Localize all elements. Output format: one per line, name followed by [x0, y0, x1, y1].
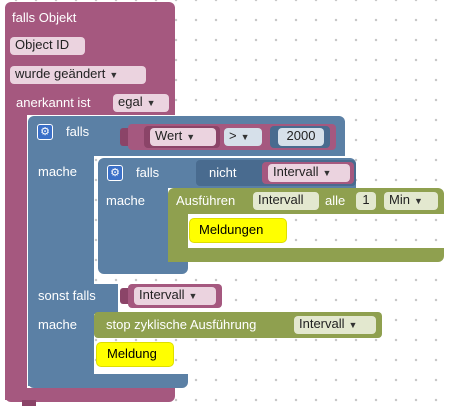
else-var-label: Intervall — [139, 287, 185, 302]
dropdown-arrow-icon: ▼ — [186, 132, 196, 142]
comment-text: Meldungen — [199, 222, 264, 237]
else-if-label: sonst falls — [38, 288, 96, 303]
else-var-dropdown[interactable]: Intervall▼ — [134, 287, 216, 305]
not-label: nicht — [209, 165, 237, 180]
changed-dropdown[interactable]: wurde geändert▼ — [10, 66, 146, 84]
comment-text: Meldung — [107, 346, 157, 361]
trigger-block-bottom — [5, 388, 175, 402]
dropdown-arrow-icon: ▼ — [348, 320, 358, 330]
number-field[interactable]: 2000 — [278, 128, 324, 146]
interval-var-field[interactable]: Intervall — [253, 192, 319, 210]
if-block-left-rail — [28, 156, 94, 386]
trigger-title: falls Objekt — [12, 10, 77, 25]
dropdown-arrow-icon: ▼ — [146, 98, 156, 108]
gear-icon[interactable]: ⚙ — [107, 165, 123, 181]
trigger-block-left-rail — [5, 110, 27, 400]
value-dropdown-label: Wert — [155, 128, 183, 143]
inner-if-left-rail — [98, 186, 168, 268]
value-dropdown[interactable]: Wert▼ — [150, 128, 216, 146]
if-block-bottom — [28, 374, 188, 388]
interval-amount-value: 1 — [362, 192, 370, 207]
if-falls-label: falls — [66, 124, 90, 139]
var-dropdown-label: Intervall — [273, 164, 319, 179]
ack-label: anerkannt ist — [16, 95, 91, 110]
object-id-field[interactable]: Object ID — [10, 37, 85, 55]
changed-dropdown-label: wurde geändert — [15, 66, 106, 81]
operator-label: > — [229, 128, 237, 143]
else-var-notch — [120, 288, 128, 304]
interval-every-label: alle — [325, 193, 346, 208]
inner-if-mache-label: mache — [106, 193, 146, 208]
number-value: 2000 — [286, 128, 316, 143]
dropdown-arrow-icon: ▼ — [413, 196, 423, 206]
dropdown-arrow-icon: ▼ — [240, 132, 250, 142]
if-mache-label: mache — [38, 164, 78, 179]
comment-block-meldungen[interactable]: Meldungen — [189, 218, 287, 243]
stop-var-dropdown[interactable]: Intervall▼ — [294, 316, 376, 334]
operator-dropdown[interactable]: >▼ — [224, 128, 262, 146]
inner-if-falls-label: falls — [136, 165, 160, 180]
dropdown-arrow-icon: ▼ — [109, 70, 119, 80]
compare-input-notch — [120, 128, 128, 146]
interval-execute-label: Ausführen — [176, 193, 236, 208]
comment-block-meldung[interactable]: Meldung — [96, 342, 174, 367]
dropdown-arrow-icon: ▼ — [188, 291, 198, 301]
if-block-else-bar — [28, 284, 118, 314]
else-mache-label: mache — [38, 317, 78, 332]
interval-unit-label: Min — [389, 192, 410, 207]
stop-label: stop zyklische Ausführung — [106, 317, 257, 332]
interval-var-label: Intervall — [258, 192, 304, 207]
interval-amount-field[interactable]: 1 — [356, 192, 376, 210]
ack-dropdown[interactable]: egal▼ — [113, 94, 169, 112]
gear-icon[interactable]: ⚙ — [37, 124, 53, 140]
ack-dropdown-label: egal — [118, 94, 143, 109]
var-dropdown[interactable]: Intervall▼ — [268, 164, 350, 182]
interval-block-bottom — [168, 248, 444, 262]
interval-unit-dropdown[interactable]: Min▼ — [384, 192, 438, 210]
inner-if-bottom — [98, 260, 188, 274]
stop-var-label: Intervall — [299, 316, 345, 331]
dropdown-arrow-icon: ▼ — [322, 168, 332, 178]
object-id-label: Object ID — [15, 37, 70, 52]
trigger-bottom-notch — [22, 400, 36, 406]
